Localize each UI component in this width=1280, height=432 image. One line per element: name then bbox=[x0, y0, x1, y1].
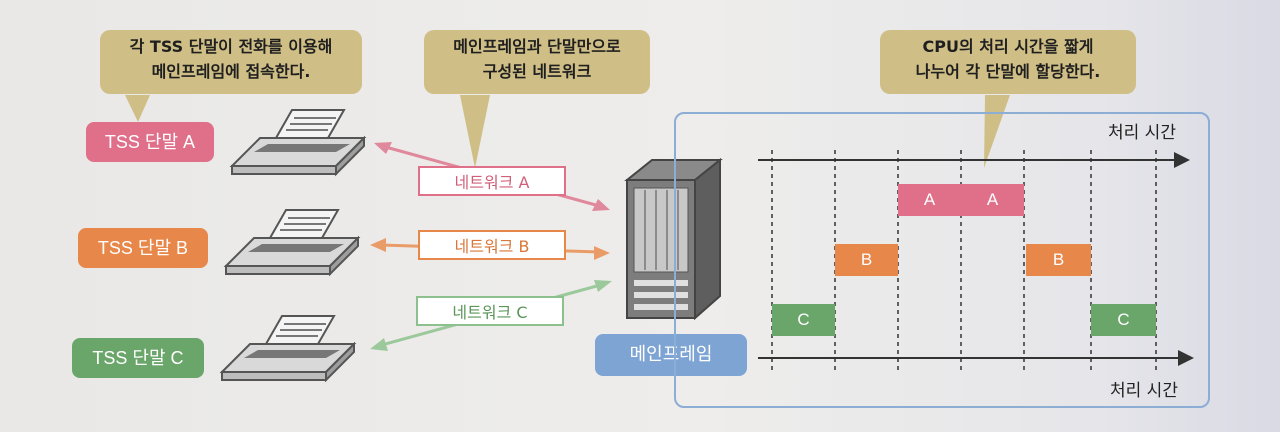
timeline-top-axis bbox=[758, 152, 1190, 168]
callout-cpu-line-2: 나누어 각 단말에 할당한다. bbox=[915, 62, 1101, 81]
cpu-timeline-panel bbox=[674, 112, 1210, 408]
timeslot-3-a: A bbox=[898, 184, 961, 216]
timeline-top-axis-label: 처리 시간 bbox=[1108, 123, 1176, 143]
callout-tss-line-2: 메인프레임에 접속한다. bbox=[151, 62, 311, 81]
callout-network-pointer bbox=[460, 95, 490, 168]
timeline-bottom-axis-label: 처리 시간 bbox=[1110, 381, 1178, 401]
callout-network-line-2: 구성된 네트워크 bbox=[482, 62, 592, 81]
terminal-b-label: TSS 단말 B bbox=[78, 228, 208, 268]
terminal-a-label: TSS 단말 A bbox=[86, 122, 214, 162]
callout-tss-pointer bbox=[125, 95, 150, 122]
timeslot-5-b: B bbox=[1026, 244, 1091, 276]
timeslot-1-c: C bbox=[772, 304, 835, 336]
callout-tss-connect: 각 TSS 단말이 전화를 이용해 메인프레임에 접속한다. bbox=[100, 30, 362, 94]
mainframe-label: 메인프레임 bbox=[595, 334, 747, 376]
timeslot-6-c: C bbox=[1091, 304, 1156, 336]
callout-cpu-line-1: CPU의 처리 시간을 짧게 bbox=[922, 37, 1094, 56]
timeline-bottom-axis bbox=[758, 350, 1194, 366]
callout-tss-line-1: 각 TSS 단말이 전화를 이용해 bbox=[129, 37, 333, 56]
terminal-c-printer-icon bbox=[219, 315, 357, 383]
callout-network: 메인프레임과 단말만으로 구성된 네트워크 bbox=[424, 30, 650, 94]
network-a-label: 네트워크 A bbox=[418, 166, 566, 196]
terminal-b-printer-icon bbox=[223, 209, 361, 277]
timeslot-2-b: B bbox=[835, 244, 898, 276]
network-b-label: 네트워크 B bbox=[418, 230, 566, 260]
mainframe-server-icon bbox=[624, 157, 723, 321]
timeslot-4-a: A bbox=[961, 184, 1024, 216]
callout-cpu: CPU의 처리 시간을 짧게 나누어 각 단말에 할당한다. bbox=[880, 30, 1136, 94]
terminal-a-printer-icon bbox=[229, 109, 367, 177]
callout-network-line-1: 메인프레임과 단말만으로 bbox=[453, 37, 621, 56]
network-c-label: 네트워크 C bbox=[416, 296, 564, 326]
terminal-c-label: TSS 단말 C bbox=[72, 338, 204, 378]
